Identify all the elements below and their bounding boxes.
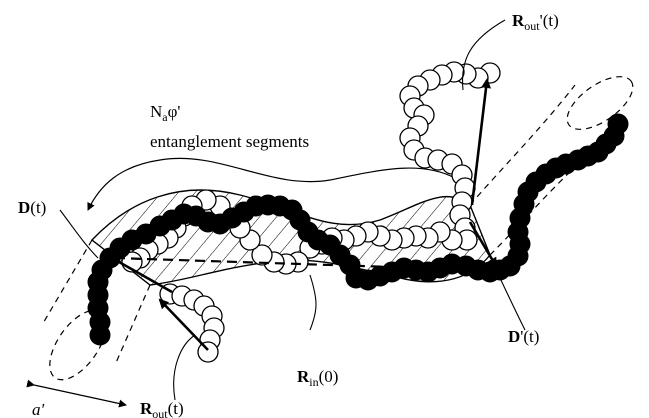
rout-label: Rout(t) <box>140 399 184 418</box>
a-prime-label: a' <box>32 400 45 418</box>
open-bead <box>198 342 218 362</box>
rin-label: Rin(0) <box>297 367 338 389</box>
na-phi-label: Naφ' <box>150 102 180 124</box>
segments-label: entanglement segments <box>150 132 309 151</box>
routprime-vector <box>472 80 487 205</box>
routprime-label: Rout'(t) <box>512 11 559 33</box>
d-label: D(t) <box>18 198 46 217</box>
a-prime-arrow <box>34 385 126 405</box>
dprime-label: D'(t) <box>508 327 539 346</box>
filled-bead <box>608 114 628 134</box>
